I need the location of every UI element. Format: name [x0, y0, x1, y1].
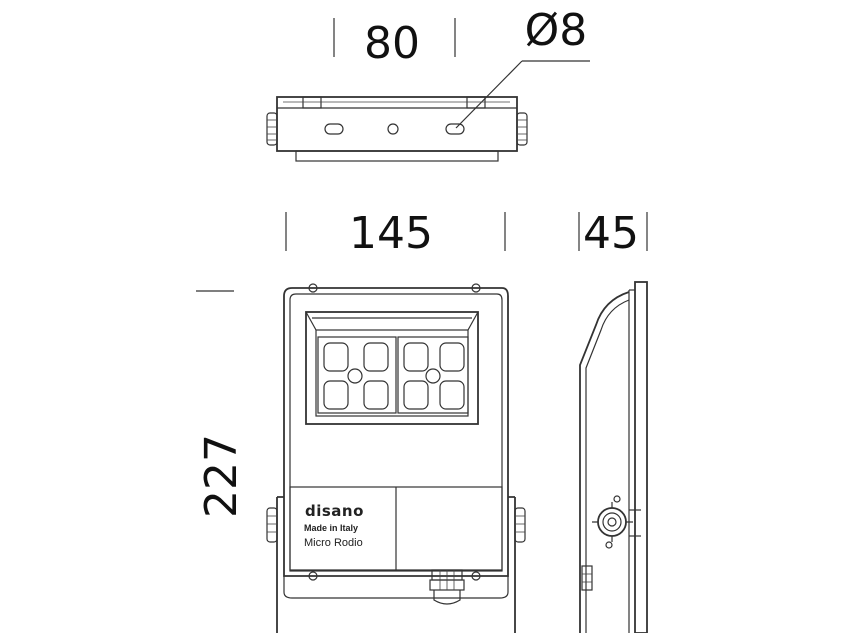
led-module-right	[397, 336, 469, 414]
center-hole	[387, 123, 399, 135]
screw	[425, 368, 441, 384]
led-lenses	[323, 342, 465, 410]
left-knob	[266, 112, 278, 146]
dim-body-depth: 45	[583, 208, 639, 259]
brand-logo: disano	[305, 502, 364, 520]
dim-body-height: 227	[196, 434, 247, 518]
right-knob	[516, 112, 528, 146]
model-label: Micro Rodio	[304, 537, 363, 549]
left-knob	[266, 507, 278, 543]
front-view: 145 227	[196, 208, 526, 633]
lens	[403, 342, 429, 372]
top-view: 80 Ø8	[266, 5, 590, 162]
housing-outline	[283, 287, 509, 577]
lens	[363, 380, 389, 410]
side-view: 45	[578, 208, 648, 633]
dim-body-width: 145	[349, 208, 433, 259]
side-front-plate	[634, 281, 648, 633]
lens	[363, 342, 389, 372]
lens	[403, 380, 429, 410]
led-module-left	[317, 336, 397, 414]
lens	[323, 342, 349, 372]
bracket-body	[276, 96, 518, 152]
lens	[439, 380, 465, 410]
lens	[439, 342, 465, 372]
made-in-label: Made in Italy	[304, 523, 358, 533]
cable-gland	[429, 569, 465, 605]
leader-diagonal	[455, 60, 523, 129]
right-knob	[514, 507, 526, 543]
dim-bracket-width: 80	[364, 18, 420, 69]
slot-hole-right	[445, 123, 465, 135]
bracket-base	[295, 150, 499, 162]
pivot-joint	[597, 507, 627, 537]
side-body-profile	[579, 291, 630, 633]
lens	[323, 380, 349, 410]
screw	[347, 368, 363, 384]
dim-hole-diameter: Ø8	[525, 5, 588, 56]
slot-hole-left	[324, 123, 344, 135]
optic-frame	[305, 311, 479, 425]
